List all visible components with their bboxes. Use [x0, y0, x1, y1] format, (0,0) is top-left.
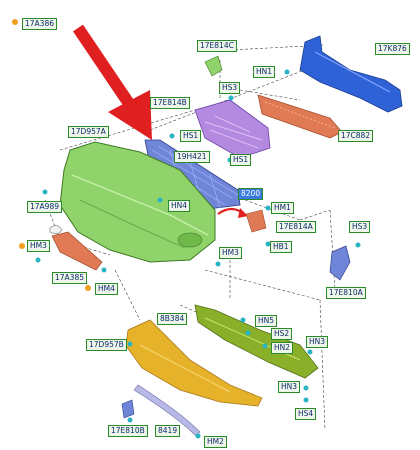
- bracket-17e814c: [204, 55, 223, 77]
- label-17d957b: 17D957B: [86, 339, 127, 351]
- label-17a385: 17A385: [52, 272, 87, 284]
- label-17k876: 17K876: [375, 43, 410, 55]
- tow-hook-cover: [49, 225, 63, 234]
- label-hs1-b: HS1: [230, 154, 252, 166]
- label-hn2: HN2: [271, 342, 294, 354]
- label-17a386: 17A386: [22, 18, 57, 30]
- label-hn3-a: HN3: [306, 336, 329, 348]
- label-17d957a: 17D957A: [68, 126, 109, 138]
- label-hm3-left: HM3: [27, 240, 50, 252]
- label-hm4: HM4: [95, 283, 118, 295]
- label-hs1-a: HS1: [180, 130, 202, 142]
- bracket-17e810b: [121, 399, 135, 419]
- label-17e814c: 17E814C: [197, 40, 237, 52]
- label-17e814a: 17E814A: [276, 221, 316, 233]
- label-hn3-b: HN3: [278, 381, 301, 393]
- label-19h421: 19H421: [174, 151, 210, 163]
- label-hm3-mid: HM3: [219, 247, 242, 259]
- label-17e810a: 17E810A: [326, 287, 366, 299]
- label-hm2: HM2: [204, 436, 227, 448]
- label-hs2: HS2: [271, 328, 293, 340]
- label-hn5: HN5: [255, 315, 278, 327]
- label-hs3-top: HS3: [219, 82, 241, 94]
- upper-grille-insert: [194, 99, 271, 159]
- label-hn1: HN1: [253, 66, 276, 78]
- label-hm1: HM1: [271, 202, 294, 214]
- bracket-17e814a: [245, 209, 267, 233]
- bracket-17a385: [51, 231, 103, 271]
- label-17a989: 17A989: [27, 201, 62, 213]
- label-17c882: 17C882: [338, 130, 374, 142]
- label-hs3-right: HS3: [349, 221, 371, 233]
- label-8419: 8419: [155, 425, 181, 437]
- bracket-17c882: [257, 94, 343, 139]
- red-pointer-arrow: [73, 24, 152, 140]
- reinforcement-beam: [299, 35, 403, 113]
- label-8b384: 8B384: [157, 313, 188, 325]
- bracket-17e810a: [329, 245, 351, 281]
- fasteners: [12, 19, 361, 439]
- label-8200: 8200: [238, 188, 264, 200]
- lower-bumper-trim: [125, 319, 263, 407]
- label-17e810b: 17E810B: [108, 425, 148, 437]
- label-hb1: HB1: [270, 241, 292, 253]
- label-17e814b: 17E814B: [150, 97, 190, 109]
- label-hs4: HS4: [295, 408, 317, 420]
- label-hn4: HN4: [168, 200, 191, 212]
